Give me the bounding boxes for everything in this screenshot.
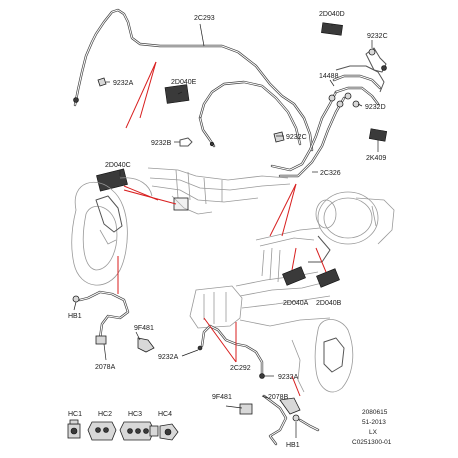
connector-hc3 (119, 421, 159, 441)
callout-9232B: 9232B (151, 140, 172, 147)
reference-line-3: LX (369, 429, 378, 436)
abs-pipe-cluster-center (147, 167, 291, 215)
clip-2D040A (282, 266, 306, 286)
clip-2D040B (316, 268, 340, 288)
connector-hc4 (159, 423, 179, 441)
connector-hc1 (67, 419, 81, 439)
brake-pipe-2C326 (270, 90, 346, 178)
callout-2078A: 2078A (95, 364, 116, 371)
callout-2D040D: 2D040D (319, 11, 345, 18)
label-hc4: HC4 (158, 411, 172, 418)
callout-14488: 14488 (319, 73, 339, 80)
black-leader-lines (73, 23, 379, 438)
brake-hose-2078A (72, 290, 155, 353)
brake-pipe-2C292 (197, 324, 265, 379)
abs-modulator-lower (189, 227, 331, 329)
callout-2D040B: 2D040B (316, 300, 342, 307)
callout-2D040C: 2D040C (105, 162, 131, 169)
fitting-9232A-top (97, 77, 107, 87)
brake-caliper-right (291, 319, 354, 393)
red-leader-lines (117, 61, 327, 397)
reference-block: 2080615 51-2013 LX C0251300-01 (352, 409, 392, 446)
clip-9232C-mid (273, 131, 285, 143)
reference-line-1: 2080615 (362, 409, 388, 416)
callout-9232C-top: 9232C (367, 33, 388, 40)
callout-2D040E: 2D040E (171, 79, 197, 86)
brake-pipe-secondary (198, 80, 302, 148)
callout-2C326: 2C326 (320, 170, 341, 177)
callout-2K409: 2K409 (366, 155, 386, 162)
reference-line-4: C0251300-01 (352, 439, 392, 446)
callout-9F481-left: 9F481 (134, 325, 154, 332)
clip-2D040C (96, 168, 128, 192)
callout-9232A-right: 9232A (278, 374, 299, 381)
callout-2C292: 2C292 (230, 365, 251, 372)
brake-pipe-2C293 (73, 8, 314, 152)
callout-9F481-right: 9F481 (212, 394, 232, 401)
brake-hose-2078B (239, 394, 320, 446)
label-hc2: HC2 (98, 411, 112, 418)
abs-pipe-module-14488 (321, 22, 388, 142)
label-hc3: HC3 (128, 411, 142, 418)
callout-9232A-top: 9232A (113, 80, 134, 87)
callout-2D040A: 2D040A (283, 300, 309, 307)
callout-9232D: 9232D (365, 104, 386, 111)
callout-9232A-low: 9232A (158, 354, 179, 361)
reference-line-2: 51-2013 (362, 419, 386, 426)
callout-hb1-right: HB1 (286, 442, 300, 449)
connector-hc2 (87, 421, 117, 441)
callout-9232C-mid: 9232C (286, 134, 307, 141)
clip-2D040E (164, 84, 190, 104)
brake-caliper-left (71, 177, 153, 286)
clip-9232B (179, 137, 215, 147)
brake-booster (308, 191, 395, 263)
callout-2078B: 2078B (268, 394, 289, 401)
label-hc1: HC1 (68, 411, 82, 418)
callout-hb1-left: HB1 (68, 313, 82, 320)
callout-2C293: 2C293 (194, 15, 215, 22)
